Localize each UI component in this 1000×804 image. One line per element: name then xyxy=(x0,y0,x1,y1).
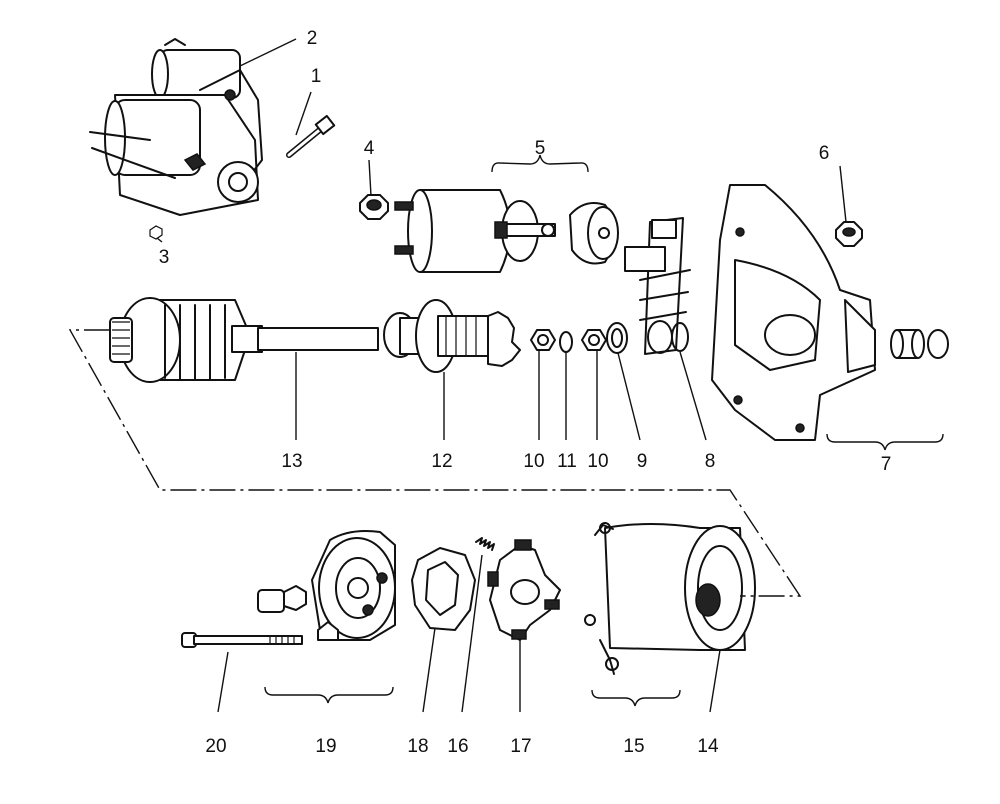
part-20-through-bolt xyxy=(181,632,303,648)
part-5-plunger-cap xyxy=(569,202,619,265)
label-16: 16 xyxy=(447,736,468,757)
label-14: 14 xyxy=(697,736,719,757)
label-19: 19 xyxy=(315,736,336,757)
part-labels: 2 1 3 4 5 6 7 8 9 10 11 10 12 13 14 15 1… xyxy=(159,28,892,757)
part-8-shift-lever xyxy=(624,217,691,355)
part-7-drive-housing xyxy=(711,184,876,441)
label-10-right: 10 xyxy=(587,451,608,472)
assembled-starter xyxy=(89,38,263,216)
parts-10-11-10-9-rings xyxy=(530,322,628,354)
label-7: 7 xyxy=(881,454,892,475)
part-5-solenoid xyxy=(394,189,556,273)
assembly-dash-lines xyxy=(68,329,802,597)
part-6-nut xyxy=(835,221,863,247)
label-12: 12 xyxy=(431,451,452,472)
label-1: 1 xyxy=(311,66,322,87)
part-18-plate xyxy=(411,547,476,631)
part-17-brush-holder xyxy=(487,539,561,641)
label-4: 4 xyxy=(364,138,375,159)
part-19-end-cap xyxy=(311,530,396,641)
part-14-field-frame xyxy=(584,522,756,675)
label-6: 6 xyxy=(819,143,830,164)
part-3-small-nut xyxy=(149,225,163,243)
part-19-bushing xyxy=(257,585,307,613)
label-13: 13 xyxy=(281,451,302,472)
brackets xyxy=(264,154,944,707)
label-9: 9 xyxy=(637,451,648,472)
label-11: 11 xyxy=(557,451,577,472)
label-2: 2 xyxy=(307,28,318,49)
part-4-nut xyxy=(359,194,389,220)
label-8: 8 xyxy=(705,451,716,472)
label-18: 18 xyxy=(407,736,428,757)
label-5: 5 xyxy=(535,138,546,159)
label-3: 3 xyxy=(159,247,170,268)
part-12-drive-pinion xyxy=(383,299,521,373)
part-7-bushing-and-seal xyxy=(890,329,949,359)
label-20: 20 xyxy=(205,736,226,757)
part-16-spring xyxy=(475,537,495,551)
label-10-left: 10 xyxy=(523,451,544,472)
part-13-armature xyxy=(109,297,379,383)
part-1-bolt xyxy=(286,114,336,158)
label-15: 15 xyxy=(623,736,644,757)
label-17: 17 xyxy=(510,736,531,757)
leader-lines xyxy=(217,38,847,713)
